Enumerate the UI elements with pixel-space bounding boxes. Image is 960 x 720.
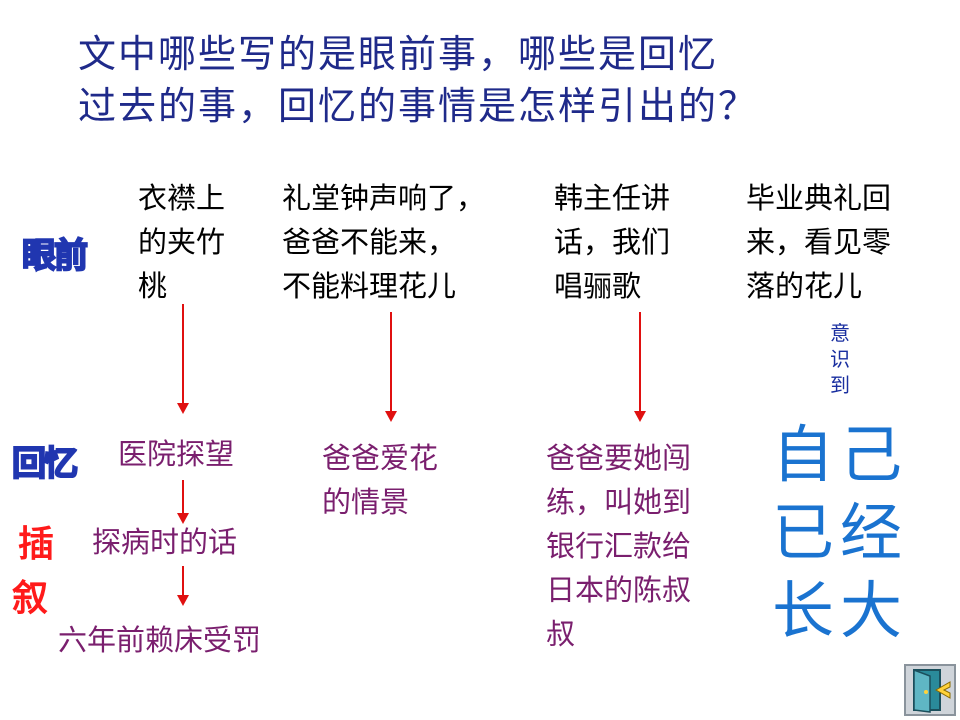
title-line-2: 过去的事，回忆的事情是怎样引出的？: [78, 84, 759, 128]
question-title: 文中哪些写的是眼前事，哪些是回忆 过去的事，回忆的事情是怎样引出的？: [78, 28, 878, 132]
present-event-3: 韩主任讲 话，我们 唱骊歌: [554, 181, 671, 303]
memory-bank: 爸爸要她闯 练，叫她到 银行汇款给 日本的陈叔 叔: [546, 441, 692, 651]
present-event-2: 礼堂钟声响了， 爸爸不能来， 不能料理花儿: [282, 181, 486, 303]
realized-label: 意 识 到: [830, 321, 850, 397]
memory-six-years: 六年前赖床受罚: [58, 623, 262, 657]
arrow-down-4: [177, 480, 189, 524]
arrow-down-3: [634, 312, 646, 422]
arrow-down-2: [385, 312, 397, 422]
label-memory: 回忆: [11, 443, 79, 485]
memory-flowers: 爸爸爱花 的情景: [322, 441, 439, 519]
conclusion-grown-up: 自己 已经 长大: [772, 418, 909, 647]
arrow-down-1: [177, 304, 189, 414]
present-event-4: 毕业典礼回 来，看见零 落的花儿: [746, 181, 892, 303]
present-event-1: 衣襟上 的夹竹 桃: [138, 181, 226, 303]
label-present: 眼前: [21, 235, 89, 277]
arrow-down-5: [177, 566, 189, 606]
memory-visit-words: 探病时的话: [92, 525, 238, 559]
memory-hospital: 医院探望: [118, 437, 235, 471]
exit-button[interactable]: [904, 664, 956, 716]
label-flashback-1: 插: [18, 523, 55, 565]
exit-door-icon: [913, 668, 951, 713]
label-flashback-2: 叙: [12, 577, 49, 619]
title-line-1: 文中哪些写的是眼前事，哪些是回忆: [78, 32, 719, 76]
